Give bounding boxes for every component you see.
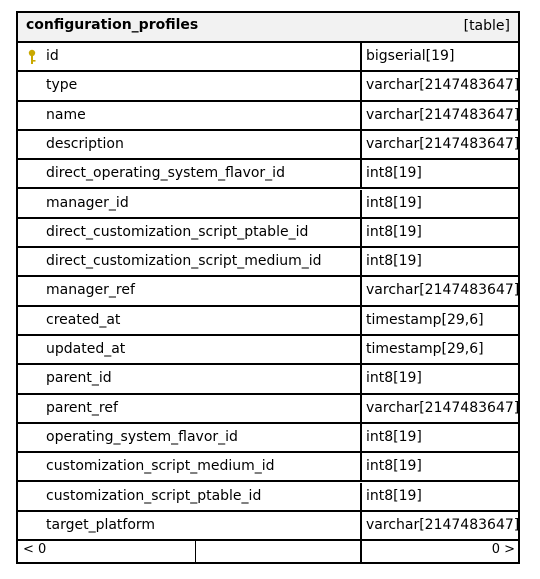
table-row: direct_customization_script_medium_id int… [18,248,520,278]
table-kind: [table] [463,18,510,34]
table-row: type varchar[2147483647] [18,72,520,102]
column-type: int8[19] [366,165,422,182]
column-name: operating_system_flavor_id [46,428,238,445]
table-row: manager_ref varchar[2147483647] [18,277,520,307]
table-row: target_platform varchar[2147483647] [18,511,520,542]
table-row: parent_id int8[19] [18,365,520,395]
parents-count: < 0 [23,542,47,557]
column-name-cell: operating_system_flavor_id [18,423,362,454]
column-type: int8[19] [366,370,422,387]
column-type-cell: timestamp[29,6] [362,336,520,366]
column-type: varchar[2147483647] [366,399,520,416]
column-type-cell: int8[19] [362,453,520,483]
column-type: int8[19] [366,223,422,240]
column-name-cell: updated_at [18,336,362,366]
column-name-cell: name [18,101,362,131]
column-name-cell: customization_script_medium_id [18,453,362,483]
column-type-cell: varchar[2147483647] [362,72,520,102]
column-type: int8[19] [366,253,422,270]
column-name-cell: created_at [18,306,362,336]
column-type: bigserial[19] [366,48,455,64]
column-type-cell: varchar[2147483647] [362,512,520,542]
column-type-cell: int8[19] [362,424,520,454]
column-name: customization_script_medium_id [46,458,275,475]
table-row: id bigserial[19] [18,43,520,73]
column-name: direct_customization_script_ptable_id [46,223,309,240]
column-name: customization_script_ptable_id [46,487,262,504]
footer-right: 0 > [362,539,520,562]
column-type-cell: varchar[2147483647] [362,277,520,307]
table-row: description varchar[2147483647] [18,130,520,161]
column-type: int8[19] [366,428,422,445]
column-type: int8[19] [366,487,422,504]
column-type: varchar[2147483647] [366,77,520,94]
column-type-cell: varchar[2147483647] [362,131,520,161]
column-name-cell: parent_ref [18,394,362,424]
table-name: configuration_profiles [26,17,199,33]
table-header: configuration_profiles [table] [18,13,518,43]
column-type-cell: int8[19] [362,219,520,249]
column-type-cell: timestamp[29,6] [362,307,520,336]
column-type: timestamp[29,6] [366,341,484,357]
column-type-cell: int8[19] [362,365,520,395]
column-name-cell: direct_customization_script_medium_id [18,248,362,278]
table-row: updated_at timestamp[29,6] [18,336,520,366]
column-name: created_at [46,311,121,328]
column-name-cell: description [18,130,362,161]
column-type: varchar[2147483647] [366,282,520,299]
column-type: timestamp[29,6] [366,311,484,328]
column-type: int8[19] [366,194,422,211]
column-name: description [46,135,124,152]
children-count: 0 > [491,542,515,557]
column-name-cell: target_platform [18,511,362,542]
column-type-cell: varchar[2147483647] [362,102,520,131]
table-row: operating_system_flavor_id int8[19] [18,423,520,454]
column-type-cell: int8[19] [362,483,520,512]
table-row: name varchar[2147483647] [18,101,520,131]
table-row: parent_ref varchar[2147483647] [18,394,520,424]
column-name-cell: manager_id [18,189,362,219]
column-type: varchar[2147483647] [366,135,520,152]
column-name: name [46,106,86,123]
column-name: type [46,77,78,94]
column-type-cell: int8[19] [362,160,520,190]
column-type-cell: int8[19] [362,248,520,278]
footer-middle [196,539,362,562]
column-name: manager_ref [46,282,135,299]
column-name: direct_customization_script_medium_id [46,253,322,270]
column-name: updated_at [46,341,126,357]
table-box: configuration_profiles [table] id bigseri… [16,11,520,564]
column-name: parent_ref [46,399,118,416]
table-row: direct_operating_system_flavor_id int8[19… [18,160,520,190]
table-footer: < 0 0 > [18,539,518,562]
table-row: created_at timestamp[29,6] [18,306,520,336]
column-name-cell: direct_customization_script_ptable_id [18,218,362,249]
table-row: direct_customization_script_ptable_id int… [18,218,520,249]
column-type-cell: varchar[2147483647] [362,395,520,424]
column-name: target_platform [46,516,156,533]
column-type-cell: int8[19] [362,190,520,219]
column-name-cell: id [18,43,362,73]
key-icon [28,49,36,64]
column-name-cell: type [18,72,362,102]
footer-left: < 0 [18,539,196,562]
column-name: direct_operating_system_flavor_id [46,165,285,182]
column-type: varchar[2147483647] [366,106,520,123]
table-row: manager_id int8[19] [18,189,520,219]
column-name: manager_id [46,194,129,211]
table-row: customization_script_medium_id int8[19] [18,453,520,483]
column-name-cell: manager_ref [18,277,362,307]
table-row: customization_script_ptable_id int8[19] [18,482,520,512]
column-name-cell: customization_script_ptable_id [18,482,362,512]
column-type-cell: bigserial[19] [362,43,520,73]
column-name: id [46,48,59,64]
column-name-cell: parent_id [18,365,362,395]
column-name: parent_id [46,370,112,387]
column-type: varchar[2147483647] [366,516,520,533]
column-name-cell: direct_operating_system_flavor_id [18,160,362,190]
column-type: int8[19] [366,458,422,475]
